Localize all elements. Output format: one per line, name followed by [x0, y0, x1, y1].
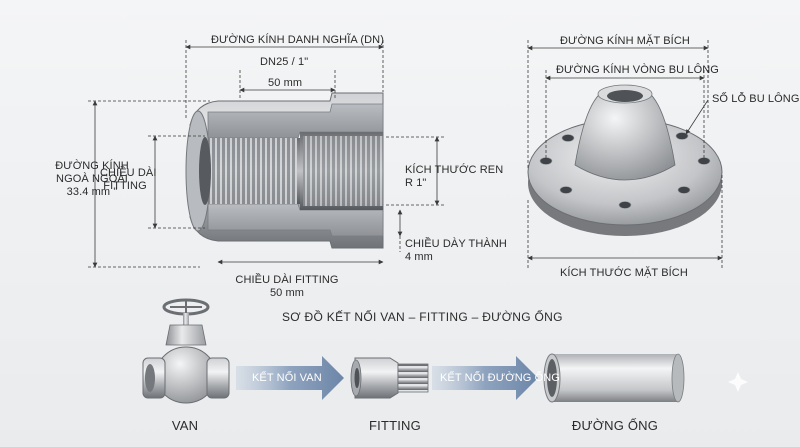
bolt-circle-label: ĐƯỜNG KÍNH VÒNG BU LÔNG	[556, 64, 719, 76]
pipe-caption: ĐƯỜNG ỐNG	[571, 418, 659, 433]
outer-diameter-value: 33.4 mm "	[66, 186, 118, 198]
sparkle-icon	[728, 372, 748, 392]
thread-size-value: R 1"	[405, 177, 427, 189]
outer-diameter-line-2: NGOÀ NGOÀI	[56, 173, 128, 185]
fitting-length-value: 50 mm	[269, 287, 305, 299]
outer-diameter-label: ĐƯỜNG KÍNH NGOÀ NGOÀI 33.4 mm "	[40, 160, 144, 199]
fitting-length-side-line-2: FITTING	[103, 180, 147, 192]
flange-size-label: KÍCH THƯỚC MẶT BÍCH	[560, 267, 688, 279]
arrow-connect-valve-label: KẾT NỐI VAN	[252, 372, 322, 384]
arrow-connect-valve	[236, 356, 344, 400]
fitting-length-label: CHIỀU DÀI FITTING 50 mm	[222, 274, 352, 300]
thread-size-label: KÍCH THƯỚC REN R 1"	[405, 164, 503, 190]
pipe-fitting-cutaway	[185, 92, 384, 249]
wall-thickness-text: CHIỀU DÀY THÀNH	[405, 238, 507, 250]
bore-size-label: 50 mm	[268, 77, 303, 89]
wall-thickness-value: 4 mm	[405, 251, 433, 263]
nominal-diameter-label: ĐƯỜNG KÍNH DANH NGHĨA (DN)	[211, 34, 384, 46]
flange-dimension-lines	[527, 40, 723, 270]
weld-neck-flange	[527, 84, 723, 236]
wall-thickness-label: CHIỀU DÀY THÀNH 4 mm	[405, 238, 507, 264]
fitting-length-side-label: CHIỀU DÀI FITTING	[100, 167, 157, 193]
fitting-dimension-lines	[88, 40, 444, 268]
flange-diameter-label: ĐƯỜNG KÍNH MẶT BÍCH	[560, 35, 690, 47]
connection-diagram-title: SƠ ĐỒ KẾT NỐI VAN – FITTING – ĐƯỜNG ỐNG	[282, 310, 563, 324]
fitting-length-side-line-1: CHIỀU DÀI	[100, 167, 157, 179]
nominal-size-label: DN25 / 1"	[260, 56, 309, 68]
fitting-caption: FITTING	[369, 418, 421, 433]
thread-size-text: KÍCH THƯỚC REN	[405, 164, 504, 176]
arrow-connect-pipe-label: KẾT NỐI ĐƯỜNG ỐNG	[440, 372, 560, 384]
fitting-nipple-illustration	[350, 357, 429, 399]
gate-valve-illustration	[142, 298, 230, 404]
pipe-illustration	[543, 353, 685, 403]
arrow-connect-pipe	[432, 356, 538, 400]
valve-caption: VAN	[171, 418, 199, 433]
fitting-length-text: CHIỀU DÀI FITTING	[235, 274, 339, 286]
bolt-holes-label: SỐ LỖ BU LÔNG	[712, 93, 800, 105]
outer-diameter-line-1: ĐƯỜNG KÍNH	[55, 160, 129, 172]
